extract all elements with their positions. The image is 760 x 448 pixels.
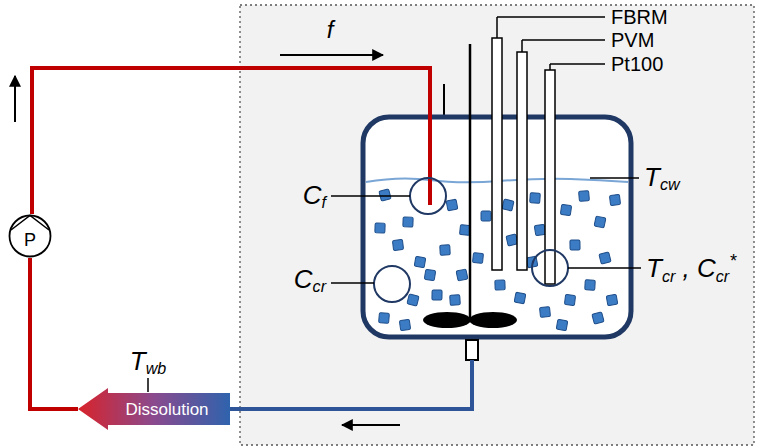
- crystal: [534, 224, 545, 235]
- leader-line: [496, 17, 498, 38]
- probe-name: FBRM: [611, 7, 668, 27]
- probe-name: PVM: [611, 30, 654, 50]
- measure-circle: [532, 250, 568, 286]
- dissolution-arrow: Dissolution: [78, 388, 230, 430]
- crystal: [540, 307, 551, 318]
- variable-symbol: Cf: [303, 182, 326, 211]
- pt100-probe: [545, 70, 555, 284]
- symbol-subscript: f: [322, 193, 326, 211]
- crystal: [495, 280, 505, 290]
- crystal: [560, 204, 571, 215]
- leader-line: [497, 16, 605, 18]
- flow-symbol: f: [327, 18, 334, 42]
- crystal: [594, 216, 606, 228]
- stirrer-shaft: [469, 44, 472, 318]
- crystal: [609, 194, 620, 205]
- symbol-letter: T: [644, 162, 660, 192]
- crystal: [579, 191, 590, 202]
- pump-casing: [10, 216, 51, 257]
- leader-line: [147, 378, 149, 392]
- crystal: [564, 294, 575, 305]
- crystal: [407, 294, 419, 306]
- crystal: [592, 312, 604, 324]
- crystal: [392, 239, 403, 250]
- symbol-letter: T: [130, 346, 146, 376]
- leader-line: [568, 267, 641, 269]
- symbol-subscript: cr: [716, 267, 729, 285]
- symbol-subscript: cr: [662, 267, 675, 285]
- label-part: ,: [675, 253, 697, 283]
- flow-arrow: [14, 76, 16, 122]
- flow-arrow: [280, 54, 383, 56]
- crystal: [403, 217, 413, 227]
- measure-circle: [410, 178, 446, 214]
- crystal: [446, 199, 458, 211]
- leader-line: [331, 282, 374, 284]
- leader-line: [331, 195, 410, 197]
- pump-chevron: [11, 216, 49, 231]
- flow-arrow: [342, 424, 400, 426]
- crystal: [514, 292, 526, 304]
- crystal: [399, 319, 410, 330]
- crystal: [599, 252, 611, 264]
- crystal: [556, 319, 568, 331]
- variable-symbol: Tcw: [644, 164, 680, 193]
- fbrm-probe: [492, 38, 502, 270]
- crystal: [530, 193, 541, 204]
- pipe-connector: [30, 258, 78, 409]
- crystal: [450, 295, 461, 306]
- crystal: [585, 280, 596, 291]
- pvm-probe: [517, 52, 527, 270]
- impeller-blade: [469, 312, 517, 328]
- symbol-letter: T: [646, 253, 662, 283]
- leader-line: [590, 177, 639, 179]
- variable-symbol: Tcr , Ccr*: [646, 252, 736, 284]
- leader-line: [550, 63, 605, 65]
- symbol-letter: C: [294, 264, 313, 294]
- crystal: [440, 245, 451, 256]
- pump-symbol: P: [8, 214, 52, 258]
- pump-label: P: [24, 231, 36, 249]
- symbol-subscript: cw: [660, 175, 680, 193]
- symbol-letter: C: [697, 253, 716, 283]
- crystal: [502, 199, 514, 211]
- crystal: [606, 294, 618, 306]
- crystal: [414, 256, 426, 268]
- dissolution-arrow-body: [78, 388, 230, 430]
- outlet-valve: [466, 340, 478, 360]
- crystal: [456, 269, 468, 281]
- impeller-blade: [423, 312, 471, 328]
- leader-line: [549, 64, 551, 70]
- measure-circle: [374, 266, 410, 302]
- leader-line: [522, 39, 605, 41]
- return-pipe: [230, 360, 472, 409]
- variable-symbol: Ccr: [294, 266, 326, 295]
- crystal: [506, 234, 518, 246]
- crystal: [432, 290, 442, 300]
- crystal: [424, 269, 435, 280]
- crystal: [379, 189, 391, 201]
- system-boundary: [240, 5, 754, 445]
- symbol-letter: C: [303, 180, 322, 210]
- symbol-superscript: *: [729, 251, 736, 271]
- crystal: [473, 253, 484, 264]
- unit-label: Dissolution: [125, 401, 208, 418]
- feed-pipe: [32, 68, 430, 214]
- symbol-subscript: cr: [313, 277, 326, 295]
- crystal: [375, 223, 385, 233]
- variable-symbol: Twb: [130, 348, 166, 377]
- crystal: [379, 313, 390, 324]
- crystal: [570, 240, 580, 250]
- crystal: [481, 211, 491, 221]
- probe-name: Pt100: [611, 54, 663, 74]
- leader-line: [521, 40, 523, 52]
- symbol-subscript: wb: [146, 359, 167, 377]
